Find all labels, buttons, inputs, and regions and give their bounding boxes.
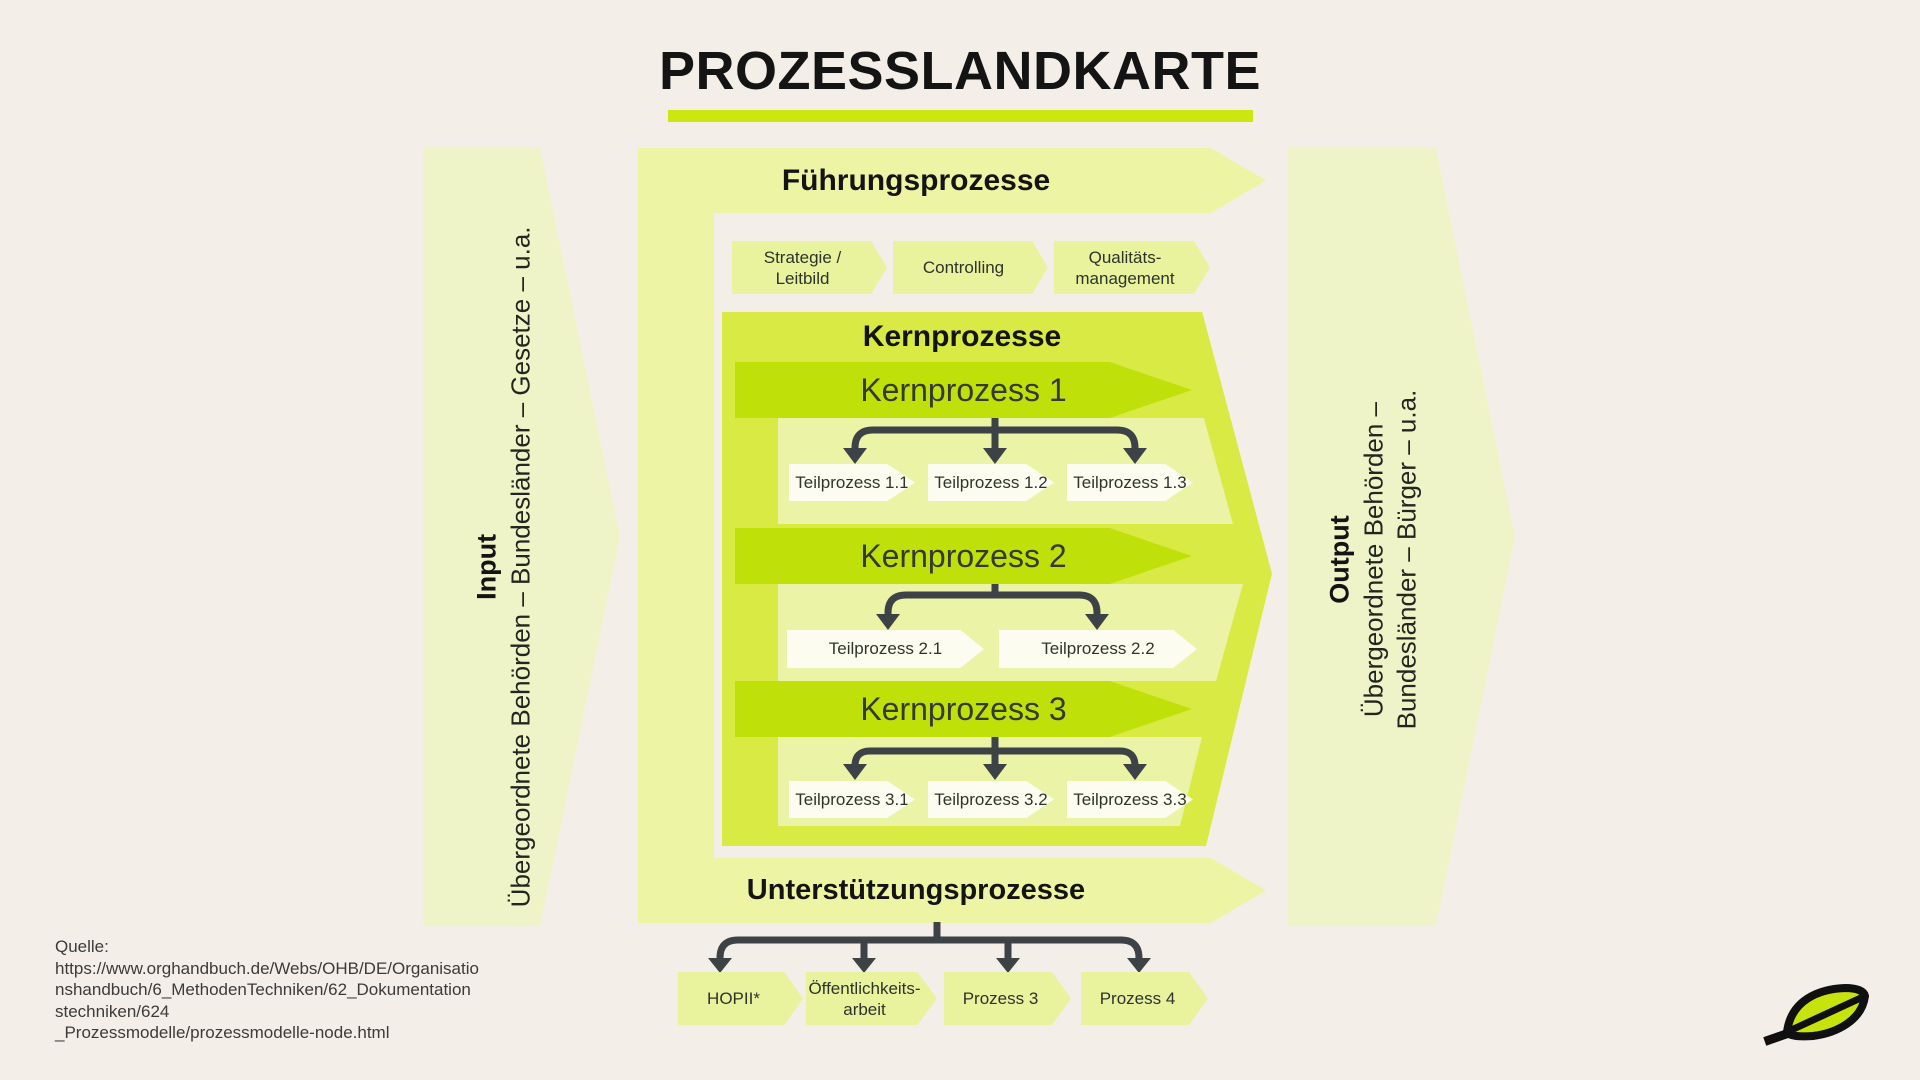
teilprozess-3-3-arrow: Teilprozess 3.3: [1067, 781, 1193, 818]
kernprozess-2-arrow: Kernprozess 2: [735, 528, 1192, 584]
kernprozesse-title: Kernprozesse: [862, 320, 1062, 353]
output-subtitle-line2: Bundesländer – Bürger – u.a.: [1391, 390, 1422, 730]
qualitaet-label-line1: Qualitäts-: [1088, 247, 1162, 267]
connector-1-rail: [851, 426, 1139, 450]
source-line: _Prozessmodelle/prozessmodelle-node.html: [55, 1023, 390, 1042]
prozess-3-arrow: Prozess 3: [944, 972, 1071, 1025]
input-band-textwrap: Input Übergeordnete Behörden – Bundeslän…: [423, 148, 583, 926]
input-band-text: Input Übergeordnete Behörden – Bundeslän…: [469, 227, 537, 908]
page-title: PROZESSLANDKARTE: [658, 41, 1262, 101]
kernprozess-3-label: Kernprozess 3: [860, 690, 1067, 727]
strategie-label-line1: Strategie /: [763, 247, 842, 267]
leaf-logo-icon: [1763, 984, 1869, 1046]
input-subtitle: Übergeordnete Behörden – Bundesländer – …: [504, 226, 535, 908]
arrowhead-icon: [1123, 764, 1147, 780]
kernprozesse-box: Kernprozesse Kernprozess 1 Kernprozess 2…: [722, 312, 1272, 846]
arrowhead-icon: [983, 764, 1007, 780]
teilprozess-3-1-label: Teilprozess 3.1: [795, 789, 909, 809]
source-line: Quelle:: [55, 937, 109, 956]
arrowhead-icon: [996, 958, 1020, 973]
unterstuetzungsprozesse-arrow: Unterstützungsprozesse: [638, 858, 1266, 923]
kernprozess-2-label: Kernprozess 2: [860, 537, 1067, 574]
connector-2-rail: [884, 591, 1101, 617]
arrowhead-icon: [1127, 958, 1151, 973]
arrowhead-icon: [843, 764, 867, 780]
prozess-4-arrow: Prozess 4: [1081, 972, 1208, 1025]
teilprozess-1-2-label: Teilprozess 1.2: [934, 472, 1048, 492]
prozess-3-label: Prozess 3: [962, 989, 1039, 1008]
output-band-textwrap: Output Übergeordnete Behörden – Bundeslä…: [1288, 148, 1458, 926]
teilprozess-1-1-arrow: Teilprozess 1.1: [789, 464, 915, 501]
source-citation: Quelle: https://www.orghandbuch.de/Webs/…: [55, 936, 485, 1044]
arrowhead-icon: [1123, 448, 1147, 464]
oeffentlichkeitsarbeit-label-line1: Öffentlichkeits-: [808, 978, 921, 998]
strategie-leitbild-arrow: Strategie / Leitbild: [732, 241, 887, 294]
hopii-arrow: HOPII*: [678, 972, 803, 1025]
input-band: Input Übergeordnete Behörden – Bundeslän…: [423, 148, 620, 926]
teilprozess-2-2-label: Teilprozess 2.2: [1041, 639, 1155, 658]
oeffentlichkeitsarbeit-label-line2: arbeit: [843, 999, 886, 1019]
arrowhead-icon: [708, 958, 732, 973]
teilprozess-1-3-arrow: Teilprozess 1.3: [1067, 464, 1193, 501]
central-band: [638, 148, 714, 923]
unterstuetzung-connector: [708, 922, 1151, 973]
teilprozess-2-1-arrow: Teilprozess 2.1: [787, 630, 984, 668]
fuehrungsprozesse-arrow: Führungsprozesse: [638, 148, 1266, 213]
output-subtitle-line1: Übergeordnete Behörden –: [1358, 402, 1389, 718]
source-line: https://www.orghandbuch.de/Webs/OHB/DE/O…: [55, 958, 479, 978]
kernprozess-1-arrow: Kernprozess 1: [735, 362, 1192, 418]
prozess-4-label: Prozess 4: [1099, 989, 1176, 1008]
output-band: Output Übergeordnete Behörden – Bundeslä…: [1288, 148, 1515, 926]
input-title: Input: [471, 534, 502, 600]
connector-bottom-rail: [716, 936, 1143, 960]
output-title: Output: [1324, 515, 1355, 605]
hopii-label: HOPII*: [707, 989, 760, 1008]
kernprozess-connectors: [843, 418, 1147, 780]
controlling-arrow: Controlling: [893, 241, 1048, 294]
teilprozess-1-1-label: Teilprozess 1.1: [795, 472, 909, 492]
kernprozess-1-label: Kernprozess 1: [860, 371, 1067, 408]
arrowhead-icon: [983, 448, 1007, 464]
unterstuetzungsprozesse-label: Unterstützungsprozesse: [746, 874, 1086, 906]
fuehrungsprozesse-label: Führungsprozesse: [781, 163, 1051, 197]
source-line: stechniken/624: [55, 1001, 170, 1021]
controlling-label: Controlling: [922, 258, 1005, 277]
kernprozess-3-arrow: Kernprozess 3: [735, 681, 1192, 737]
oeffentlichkeitsarbeit-arrow: Öffentlichkeits- arbeit: [806, 972, 937, 1025]
source-line: nshandbuch/6_MethodenTechniken/62_Dokume…: [55, 980, 471, 999]
arrowhead-icon: [876, 614, 900, 630]
teilprozess-1-3-label: Teilprozess 1.3: [1073, 472, 1187, 492]
teilprozess-2-1-label: Teilprozess 2.1: [828, 639, 943, 658]
connector-3-rail: [851, 747, 1139, 767]
teilprozess-3-3-label: Teilprozess 3.3: [1073, 789, 1187, 809]
teilprozess-3-2-arrow: Teilprozess 3.2: [928, 781, 1054, 818]
teilprozess-3-2-label: Teilprozess 3.2: [934, 789, 1048, 809]
strategie-label-line2: Leitbild: [775, 268, 830, 288]
arrowhead-icon: [1085, 614, 1109, 630]
qualitaet-label-line2: management: [1075, 268, 1175, 288]
teilprozess-2-2-arrow: Teilprozess 2.2: [999, 630, 1197, 668]
arrowhead-icon: [852, 958, 876, 973]
output-band-text: Output Übergeordnete Behörden – Bundeslä…: [1322, 390, 1423, 730]
teilprozess-3-1-arrow: Teilprozess 3.1: [789, 781, 915, 818]
teilprozess-1-2-arrow: Teilprozess 1.2: [928, 464, 1054, 501]
title-underline: [668, 110, 1253, 122]
qualitaetsmanagement-arrow: Qualitäts- management: [1054, 241, 1210, 294]
arrowhead-icon: [843, 448, 867, 464]
